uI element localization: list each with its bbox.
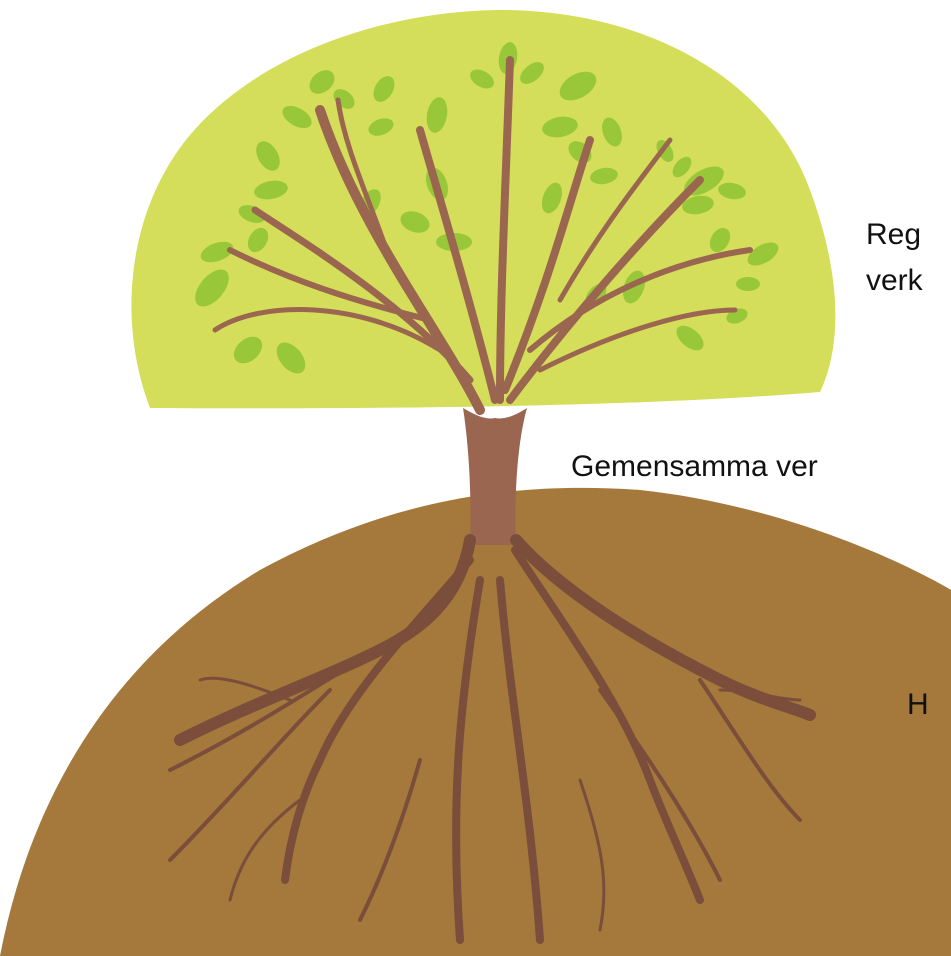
leaf bbox=[542, 116, 578, 138]
root bbox=[174, 534, 476, 746]
trunk-label: Gemensamma ver bbox=[571, 450, 818, 483]
tree-trunk bbox=[463, 408, 527, 545]
root bbox=[598, 688, 722, 882]
leaf bbox=[718, 182, 746, 200]
branch bbox=[557, 137, 673, 303]
branch bbox=[501, 136, 594, 394]
root bbox=[496, 576, 544, 944]
leaf bbox=[200, 241, 234, 263]
leaf bbox=[541, 182, 563, 214]
leaf bbox=[400, 211, 430, 233]
root bbox=[281, 556, 474, 884]
leaf bbox=[276, 342, 306, 374]
root bbox=[718, 688, 802, 702]
branch bbox=[315, 105, 485, 415]
leaf bbox=[520, 62, 544, 84]
root bbox=[511, 546, 704, 904]
root bbox=[168, 688, 332, 862]
leaf bbox=[282, 105, 312, 129]
branches-group bbox=[212, 56, 753, 415]
root bbox=[168, 658, 362, 772]
leaf bbox=[656, 140, 674, 162]
leaf bbox=[590, 167, 618, 185]
leaf bbox=[747, 242, 779, 266]
branch bbox=[527, 247, 753, 353]
leaf bbox=[247, 227, 269, 253]
leaf bbox=[254, 180, 288, 200]
branch bbox=[227, 247, 433, 323]
branch bbox=[335, 97, 393, 263]
branch bbox=[416, 126, 499, 404]
leaf bbox=[559, 71, 597, 101]
leaf bbox=[676, 325, 704, 351]
roots-label: H bbox=[907, 688, 929, 721]
leaf bbox=[309, 70, 335, 94]
leaf bbox=[602, 117, 622, 147]
leaf bbox=[195, 269, 229, 307]
crown-label-line-1: Reg bbox=[866, 218, 922, 251]
leaf bbox=[373, 76, 395, 102]
leaf bbox=[233, 336, 263, 364]
leaf bbox=[426, 97, 448, 133]
leaf bbox=[709, 227, 731, 253]
soil-ground bbox=[0, 487, 951, 956]
leaf bbox=[682, 195, 714, 215]
leaf bbox=[470, 69, 494, 89]
crown-label-line-2: verk bbox=[866, 264, 923, 297]
leaf bbox=[368, 118, 394, 136]
root bbox=[698, 678, 802, 822]
branch bbox=[506, 176, 704, 404]
root bbox=[198, 676, 292, 702]
leaf bbox=[736, 277, 760, 291]
leaf bbox=[256, 141, 280, 171]
branch bbox=[537, 307, 738, 373]
root bbox=[358, 758, 422, 922]
root bbox=[578, 778, 606, 932]
branch bbox=[212, 307, 443, 353]
branch bbox=[496, 56, 514, 404]
root bbox=[510, 534, 816, 721]
leaf bbox=[672, 156, 692, 178]
root bbox=[228, 798, 302, 902]
roots-group bbox=[168, 534, 816, 944]
root bbox=[452, 576, 484, 944]
